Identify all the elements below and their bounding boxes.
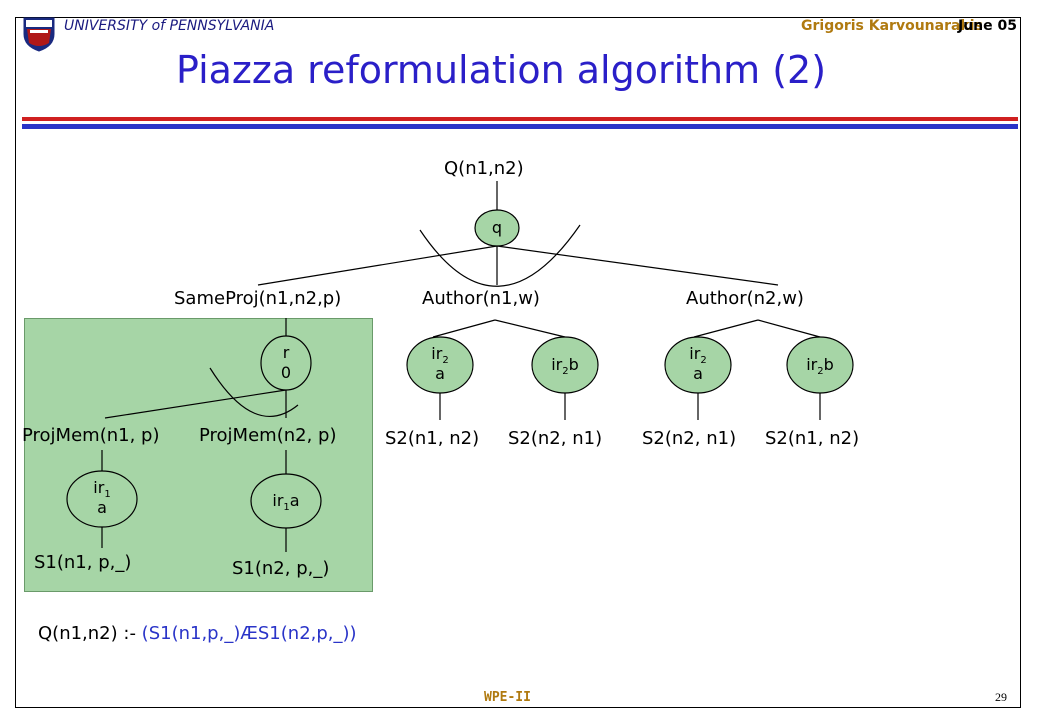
- author1-leaf-1: S2(n1, n2): [385, 428, 480, 449]
- author2-ir2a-label: ir2 a: [689, 344, 707, 383]
- author1-ir2a-circle: [406, 336, 474, 394]
- s1-leaf-right: S1(n2, p,_): [232, 558, 330, 579]
- sameproj-expansion-box: [24, 318, 373, 592]
- slide-title: Piazza reformulation algorithm (2): [176, 48, 827, 92]
- r0-node-circle: [260, 335, 312, 391]
- ir1a-right-label: ir1a: [272, 491, 300, 514]
- q-node-circle: [474, 209, 520, 247]
- author1-ir2b-circle: [531, 336, 599, 394]
- r0-node-label: r 0: [280, 343, 292, 382]
- title-rule-red: [22, 117, 1018, 121]
- reformulated-query: Q(n1,n2) :- (S1(n1,p,_)ÆS1(n2,p,_)): [38, 623, 357, 644]
- ir1a-left-circle: [66, 470, 138, 528]
- author2-leaf-1: S2(n2, n1): [642, 428, 737, 449]
- author2-ir2b-circle: [786, 336, 854, 394]
- author2-leaf-2: S2(n1, n2): [765, 428, 860, 449]
- author2-ir2b-label: ir2b: [806, 355, 834, 378]
- edge-author1-ir2a: [432, 319, 496, 338]
- author1-ir2b-label: ir2b: [551, 355, 579, 378]
- projmem-n2-label: ProjMem(n2, p): [199, 425, 337, 446]
- subgoal-author1: Author(n1,w): [422, 288, 540, 309]
- page-number: 29: [995, 690, 1007, 704]
- author1-ir2a-label: ir2 a: [431, 344, 449, 383]
- q-node-label: q: [491, 218, 503, 237]
- r0-and-arc: [209, 367, 299, 418]
- author-name: Grigoris Karvounarakis: [801, 18, 983, 34]
- s1-leaf-left: S1(n1, p,_): [34, 552, 132, 573]
- penn-shield-logo: [23, 17, 55, 52]
- edge-q-author2: [496, 245, 779, 286]
- subgoal-sameproj: SameProj(n1,n2,p): [174, 288, 342, 309]
- edge-r0-projmem1: [104, 389, 287, 419]
- presentation-date: June 05: [958, 18, 1017, 34]
- subgoal-author2: Author(n2,w): [686, 288, 804, 309]
- edge-author2-ir2b: [757, 319, 821, 338]
- query-head: Q(n1,n2) :-: [38, 623, 142, 644]
- title-rule-blue: [22, 124, 1018, 129]
- edge-author2-ir2a: [693, 319, 759, 338]
- footer-center-text: WPE-II: [484, 690, 531, 705]
- ir1a-left-label: ir1 a: [93, 478, 111, 517]
- author2-ir2a-circle: [664, 336, 732, 394]
- author1-leaf-2: S2(n2, n1): [508, 428, 603, 449]
- projmem-n1-label: ProjMem(n1, p): [22, 425, 160, 446]
- root-query-label: Q(n1,n2): [444, 158, 524, 179]
- slide-frame: [15, 17, 1021, 708]
- university-name: UNIVERSITY of PENNSYLVANIA: [64, 18, 275, 34]
- edge-q-sameproj: [257, 245, 498, 286]
- ir1a-right-circle: [250, 473, 322, 529]
- edge-author1-ir2b: [494, 319, 566, 338]
- query-body: (S1(n1,p,_)ÆS1(n2,p,_)): [141, 623, 357, 644]
- q-and-arc: [419, 224, 581, 287]
